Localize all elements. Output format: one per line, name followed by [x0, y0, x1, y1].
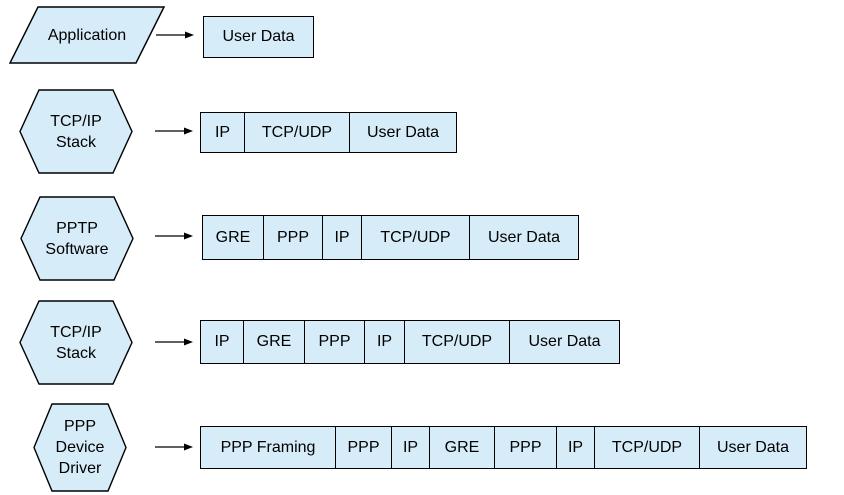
packet-bar-tcpip-lower: IP GRE PPP IP TCP/UDP User Data [200, 320, 620, 364]
stage-label-line: PPTP [56, 219, 98, 237]
stage-label-line: PPP [63, 418, 96, 435]
packet-cell: User Data [222, 28, 295, 45]
packet-cell: TCP/UDP [404, 321, 509, 363]
stage-label-line: Driver [58, 460, 102, 477]
packet-cell: PPP [494, 427, 556, 468]
hexagon-shape-icon [19, 89, 133, 174]
packet-cell: User Data [349, 113, 456, 152]
arrow-right-icon [155, 127, 193, 135]
packet-cell: TCP/UDP [244, 113, 349, 152]
packet-cell: GRE [429, 427, 494, 468]
stage-ppp-device-driver: PPP Device Driver [33, 403, 127, 492]
packet-cell: PPP [263, 216, 322, 259]
packet-cell: User Data [699, 427, 806, 468]
stage-label: Application [47, 26, 127, 44]
stage-application: Application [9, 6, 165, 64]
stage-label-line: Software [45, 240, 109, 258]
arrow-right-icon [156, 31, 194, 39]
packet-bar-pptp: GRE PPP IP TCP/UDP User Data [202, 215, 579, 260]
packet-cell: GRE [243, 321, 304, 363]
packet-cell: User Data [469, 216, 578, 259]
packet-bar-tcpip-upper: IP TCP/UDP User Data [200, 112, 457, 153]
packet-bar-application: User Data [203, 16, 314, 58]
arrow-right-icon [155, 232, 193, 240]
packet-cell: PPP Framing [220, 438, 316, 456]
packet-cell: IP [214, 333, 230, 350]
arrow-right-icon [155, 338, 193, 346]
stage-pptp-software: PPTP Software [20, 196, 134, 281]
packet-cell: IP [391, 427, 429, 468]
packet-cell: PPP [304, 321, 364, 363]
arrow-right-icon [155, 443, 193, 451]
stage-label-line: TCP/IP [50, 112, 102, 130]
parallelogram-shape-icon [9, 6, 165, 64]
stage-label-line: Stack [55, 344, 96, 362]
packet-bar-ppp-device-driver: PPP Framing PPP IP GRE PPP IP TCP/UDP Us… [200, 426, 807, 469]
packet-cell: TCP/UDP [594, 427, 699, 468]
stage-label-line: Device [55, 439, 105, 456]
packet-cell: IP [364, 321, 404, 363]
stage-tcpip-stack-lower: TCP/IP Stack [19, 300, 133, 385]
packet-cell: IP [556, 427, 594, 468]
stage-label-line: TCP/IP [50, 323, 102, 341]
packet-cell: TCP/UDP [361, 216, 469, 259]
hexagon-shape-icon [33, 403, 127, 492]
packet-cell: IP [322, 216, 361, 259]
packet-cell: IP [214, 123, 231, 141]
stage-tcpip-stack-upper: TCP/IP Stack [19, 89, 133, 174]
packet-cell: PPP [335, 427, 391, 468]
hexagon-shape-icon [19, 300, 133, 385]
packet-cell: GRE [215, 228, 251, 246]
stage-label-line: Stack [55, 133, 96, 151]
packet-cell: User Data [509, 321, 619, 363]
hexagon-shape-icon [20, 196, 134, 281]
